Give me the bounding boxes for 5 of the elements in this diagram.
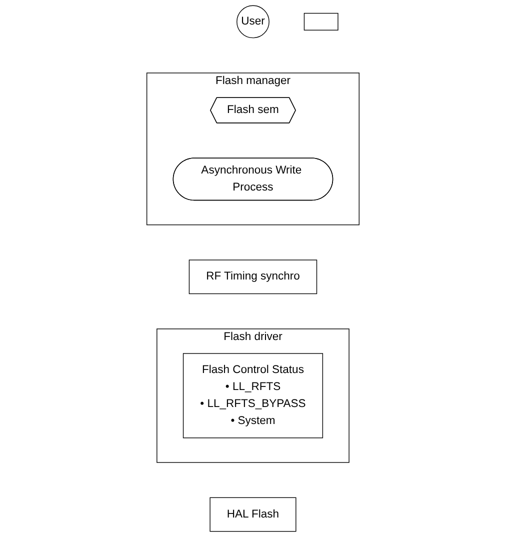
node-box: Flash Control Status • LL_RFTS • LL_RFTS_BYPASS • System <box>182 353 323 438</box>
node-box <box>303 12 338 30</box>
node-box: RF Timing synchro <box>188 260 317 294</box>
node-circle: User <box>236 5 269 38</box>
node-box: HAL Flash <box>209 497 296 532</box>
